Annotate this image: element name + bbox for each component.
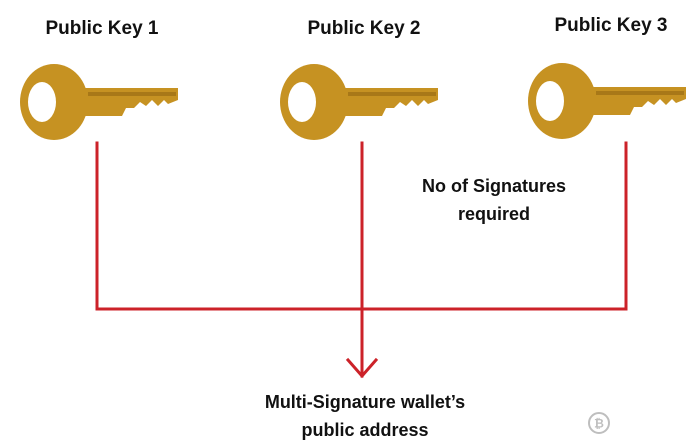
- output-line-2: public address: [301, 420, 429, 440]
- key-label-2: Public Key 2: [307, 18, 421, 39]
- key-shape: [20, 64, 178, 140]
- key-shape: [528, 63, 686, 139]
- signatures-required-note: No of Signatures required: [422, 172, 566, 228]
- svg-text:₿: ₿: [594, 417, 604, 431]
- watermark-logo: ₿: [587, 410, 687, 436]
- note-line-1: No of Signatures: [421, 176, 567, 196]
- key-icon-3: [528, 63, 686, 139]
- key-label-1: Public Key 1: [45, 18, 159, 39]
- arrow-head: [345, 357, 379, 379]
- key-label-3: Public Key 3: [554, 15, 668, 36]
- wallet-address-label: Multi-Signature wallet’s public address: [265, 388, 465, 444]
- output-line-1: Multi-Signature wallet’s: [264, 392, 466, 412]
- key-shape: [280, 64, 438, 140]
- key-icon-1: [20, 64, 178, 140]
- watermark-coin-icon: ₿: [588, 412, 610, 434]
- key-icon-2: [280, 64, 438, 140]
- note-line-2: required: [457, 204, 531, 224]
